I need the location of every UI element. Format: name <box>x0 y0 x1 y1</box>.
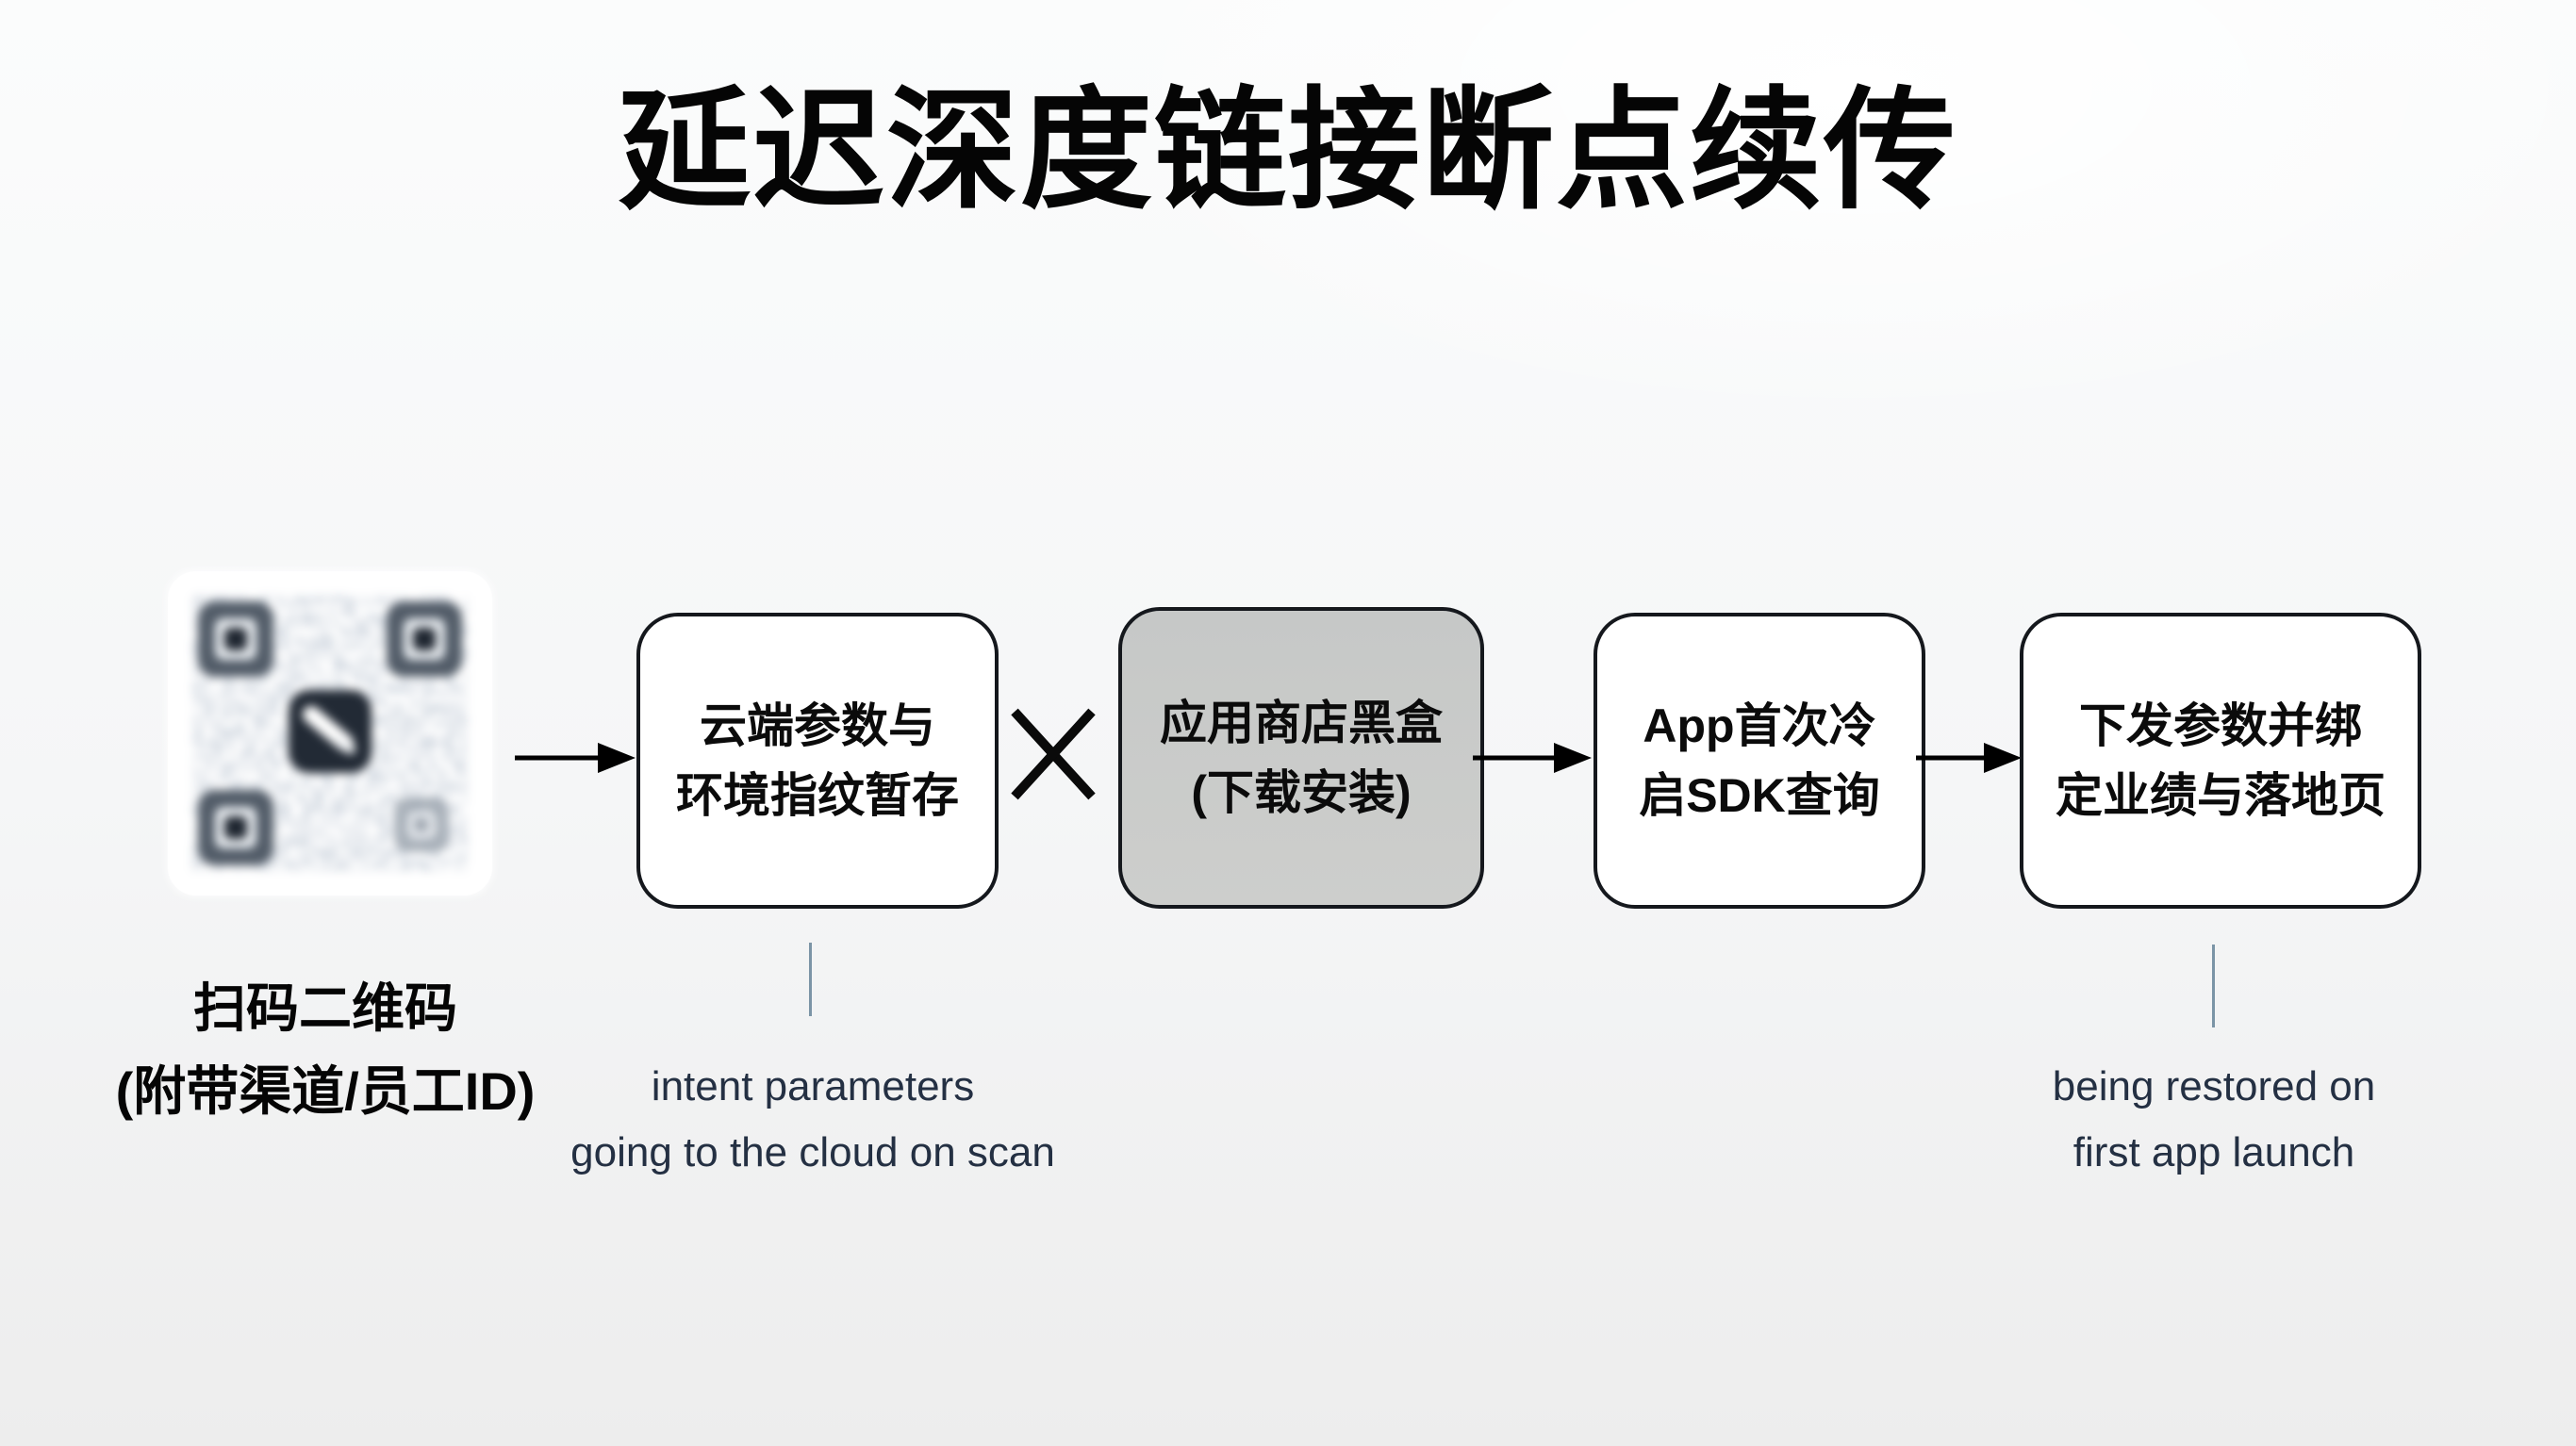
annotation-connector-line <box>2212 945 2215 1027</box>
flow-box-text: App首次冷 <box>1643 699 1876 752</box>
annotation-line1: being restored on <box>2052 1063 2376 1109</box>
flow-box-text: 应用商店黑盒 <box>1160 697 1443 749</box>
flow-box-app-store-blackbox: 应用商店黑盒 (下载安装) <box>1118 607 1484 909</box>
cross-icon <box>1009 707 1098 801</box>
right-arrow-icon <box>515 737 636 779</box>
flow-box-cloud-param-store: 云端参数与 环境指纹暂存 <box>636 613 999 909</box>
flow-box-text: 定业绩与落地页 <box>2056 769 2386 822</box>
annotation-connector-line <box>809 943 812 1016</box>
right-arrow-icon <box>1916 737 2022 779</box>
qr-caption-line1: 扫码二维码 <box>193 978 457 1038</box>
annotation-intent-params: intent parameters going to the cloud on … <box>530 1054 1096 1186</box>
annotation-restored-on-launch: being restored on first app launch <box>1931 1054 2497 1186</box>
qr-caption: 扫码二维码 (附带渠道/员工ID) <box>19 967 632 1133</box>
annotation-line2: first app launch <box>2072 1129 2355 1175</box>
flow-box-text: 云端参数与 <box>700 699 935 752</box>
flow-box-text: 下发参数并绑 <box>2079 699 2362 752</box>
qr-caption-line2: (附带渠道/员工ID) <box>115 1061 536 1121</box>
flow-box-text: (下载安装) <box>1191 766 1412 819</box>
page-title: 延迟深度链接断点续传 <box>618 76 1957 224</box>
flow-box-text: 环境指纹暂存 <box>676 769 959 822</box>
qr-code-icon <box>168 571 492 896</box>
annotation-line2: going to the cloud on scan <box>570 1129 1055 1175</box>
flow-box-text: 启SDK查询 <box>1639 769 1880 822</box>
qr-code-card <box>168 571 492 896</box>
right-arrow-icon <box>1473 737 1592 779</box>
flow-box-deliver-params: 下发参数并绑 定业绩与落地页 <box>2020 613 2421 909</box>
flow-box-first-cold-start: App首次冷 启SDK查询 <box>1593 613 1925 909</box>
annotation-line1: intent parameters <box>651 1063 975 1109</box>
